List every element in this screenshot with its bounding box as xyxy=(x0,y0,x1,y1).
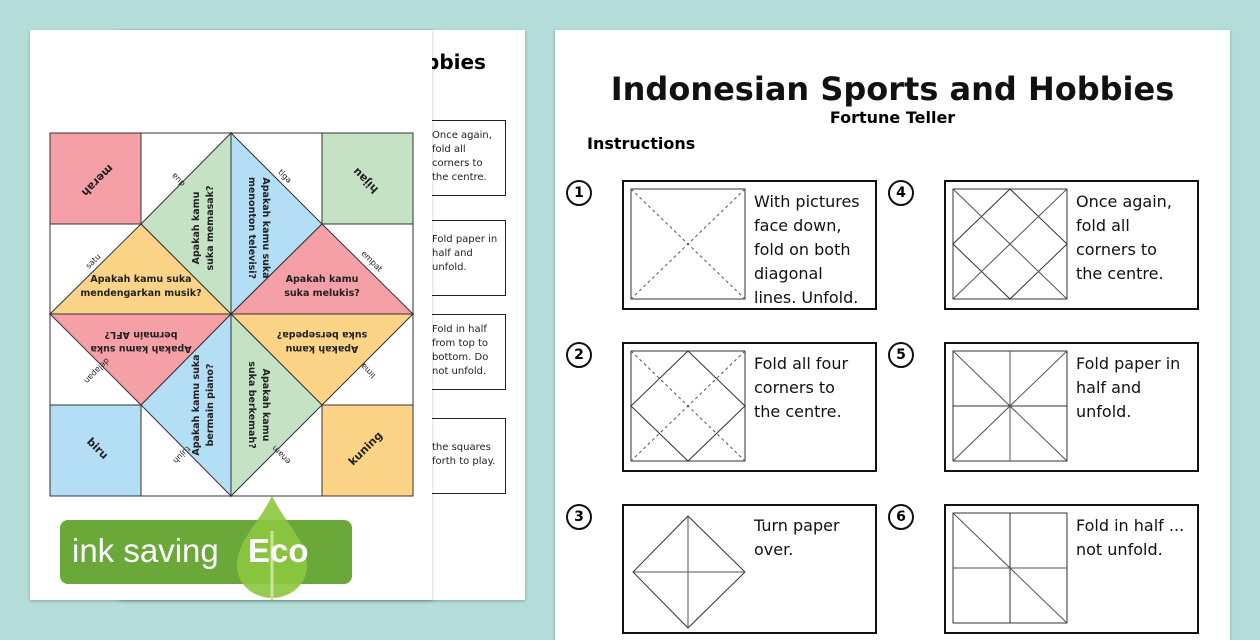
fold-diagram-icon xyxy=(952,188,1068,300)
step-text: Turn paper over. xyxy=(754,516,840,559)
step-number: 3 xyxy=(566,504,592,530)
fortune-teller-page: merah hijau biru kuning satu dua tiga em… xyxy=(30,30,432,600)
back-step-text: Fold in half from top to bottom. Do not … xyxy=(432,324,489,377)
back-step: Fold paper in half and unfold. xyxy=(420,220,506,296)
question-afl: Apakah kamu sukabermain AFL? xyxy=(90,329,191,354)
fold-diagram-icon xyxy=(630,350,746,462)
back-step: Once again, fold all corners to the cent… xyxy=(420,120,506,196)
fold-diagram-icon xyxy=(952,512,1068,624)
corner-hijau xyxy=(321,132,414,225)
step-box: Once again, fold all corners to the cent… xyxy=(944,180,1199,310)
back-step-text: Once again, fold all corners to the cent… xyxy=(432,130,492,183)
step-text: With pictures face down, fold on both di… xyxy=(754,192,860,307)
leaf-icon xyxy=(237,496,307,600)
back-title: bbies xyxy=(425,50,486,74)
fold-diagram-icon xyxy=(952,350,1068,462)
page-subtitle: Fortune Teller xyxy=(829,108,956,127)
badge-eco: Eco xyxy=(248,532,309,569)
back-step-text: the squares forth to play. xyxy=(432,442,496,467)
step-number: 4 xyxy=(888,180,914,206)
step-box: Fold in half ... not unfold. xyxy=(944,504,1199,634)
fold-diagram-icon xyxy=(632,515,746,629)
question-berkemah: Apakah kamusuka berkemah? xyxy=(246,361,271,448)
corner-biru xyxy=(49,404,142,497)
ink-saving-badge: ink saving Eco xyxy=(60,496,352,600)
back-step-text: Fold paper in half and unfold. xyxy=(432,234,498,273)
step-box: With pictures face down, fold on both di… xyxy=(622,180,877,310)
question-bersepeda: Apakah kamusuka bersepeda? xyxy=(277,329,367,354)
question-televisi: Apakah kamu sukamenonton televisi? xyxy=(246,177,271,279)
corner-kuning xyxy=(321,404,414,497)
instructions-page: Indonesian Sports and Hobbies Fortune Te… xyxy=(555,30,1230,640)
step-box: Fold paper in half and unfold. xyxy=(944,342,1199,472)
back-step: Fold in half from top to bottom. Do not … xyxy=(420,314,506,390)
instructions-heading: Instructions xyxy=(587,134,696,153)
step-number: 1 xyxy=(566,180,592,206)
step-text: Fold in half ... not unfold. xyxy=(1076,516,1185,559)
back-step: the squares forth to play. xyxy=(420,418,506,494)
step-text: Once again, fold all corners to the cent… xyxy=(1076,192,1172,283)
step-number: 2 xyxy=(566,342,592,368)
triangle-musik xyxy=(48,223,233,315)
step-text: Fold all four corners to the centre. xyxy=(754,354,849,421)
page-title: Indonesian Sports and Hobbies xyxy=(610,70,1175,108)
step-number: 6 xyxy=(888,504,914,530)
fold-diagram-icon xyxy=(630,188,746,300)
fortune-teller: merah hijau biru kuning satu dua tiga em… xyxy=(48,131,415,498)
step-box: Fold all four corners to the centre. xyxy=(622,342,877,472)
badge-label: ink saving xyxy=(72,532,219,569)
step-text: Fold paper in half and unfold. xyxy=(1076,354,1181,421)
step-number: 5 xyxy=(888,342,914,368)
step-box: Turn paper over. xyxy=(622,504,877,634)
